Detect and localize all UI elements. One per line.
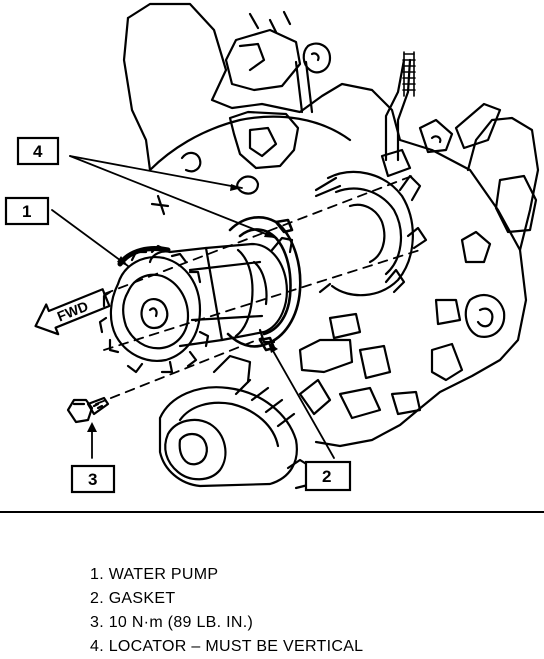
legend-item-gasket: 2. GASKET [90,590,176,607]
callout-4: 4 [16,136,60,166]
legend-item-water-pump: 1. WATER PUMP [90,566,219,583]
callout-number: 3 [88,470,97,489]
crankshaft-pulley [158,354,318,490]
leader-arrowheads [87,184,278,432]
fwd-arrow: FWD [34,288,111,336]
pump-mounting-bore [314,170,428,297]
engine-block [122,2,540,448]
engine-water-pump-diagram: FWD 4 1 3 2 [4,2,540,494]
pulley-flange-ring [117,246,171,267]
callout-1: 1 [4,196,50,226]
alignment-lines [95,175,421,405]
callout-number: 4 [33,142,43,161]
throttle-linkage [224,10,502,178]
parts-legend: 1. WATER PUMP 2. GASKET 3. 10 N·m (89 LB… [90,563,363,659]
gasket [226,216,302,352]
legend-item-locator: 4. LOCATOR – MUST BE VERTICAL [90,638,364,655]
threaded-stud [402,51,416,97]
callout-3: 3 [70,464,116,494]
pump-pulley-hub [98,244,210,374]
locator [150,151,260,216]
callout-number: 1 [22,202,31,221]
bolt [66,396,110,424]
callout-leaders [51,155,335,459]
legend-item-bolt-torque: 3. 10 N·m (89 LB. IN.) [90,614,254,631]
callout-number: 2 [322,467,331,486]
water-pump [148,236,294,348]
callout-2: 2 [304,460,352,492]
divider [0,511,544,513]
